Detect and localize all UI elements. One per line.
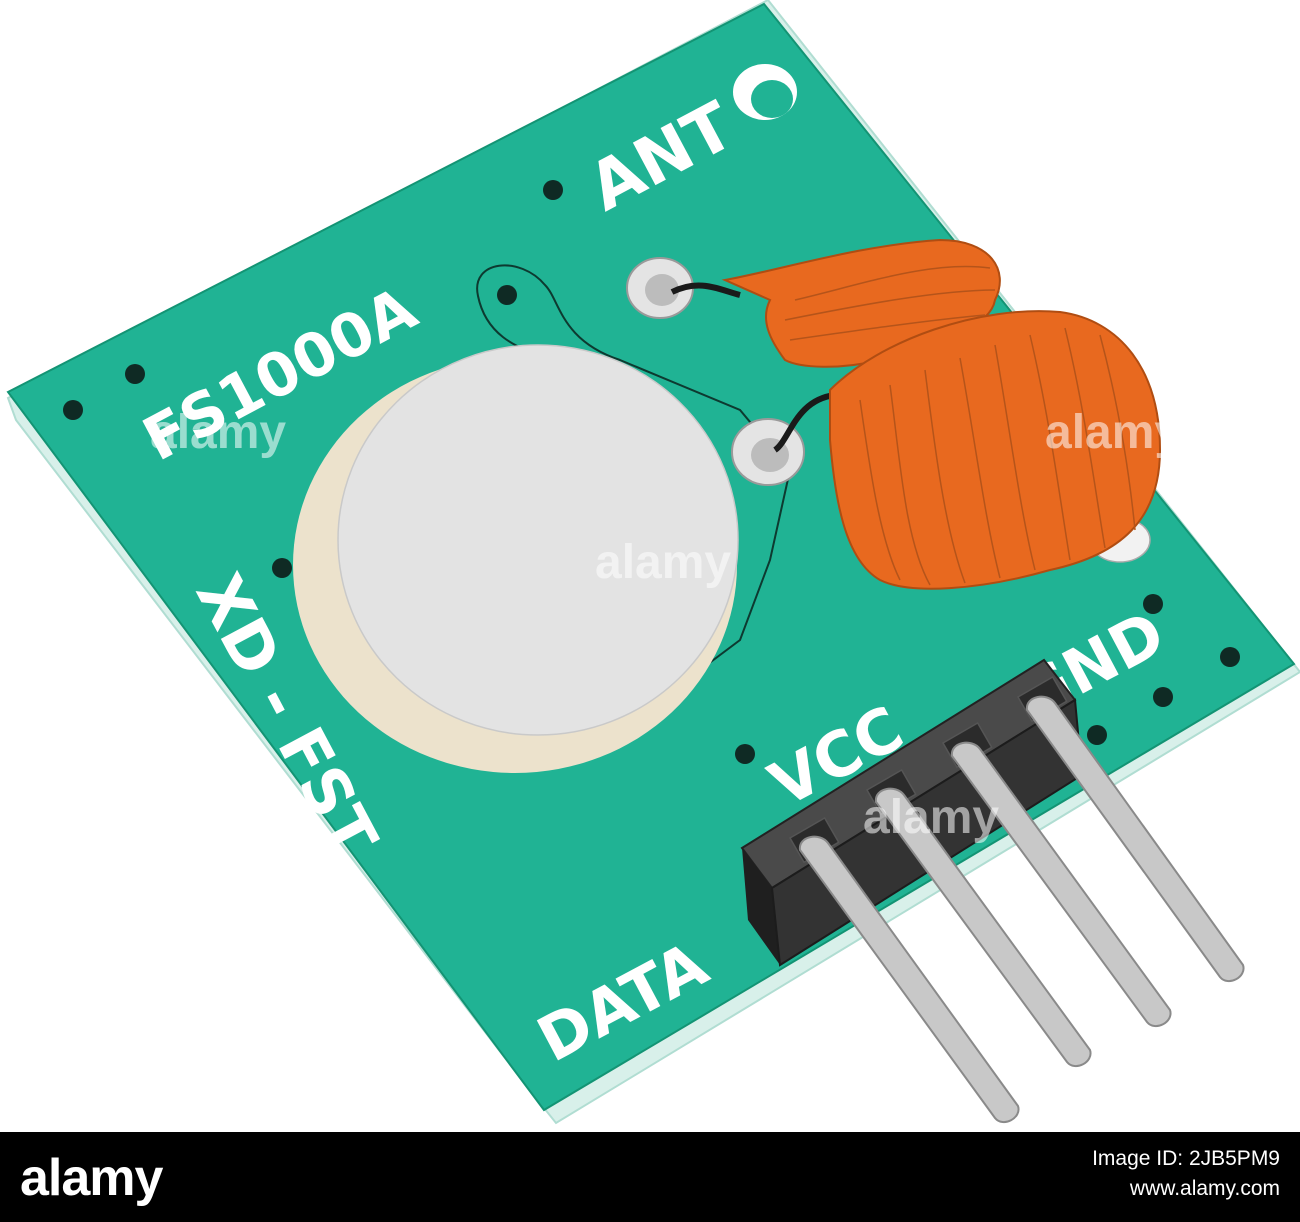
crystal-resonator — [293, 344, 739, 773]
rf-transmitter-module: FS1000A XD - FST ANT DATA VCC GND alamy … — [6, 0, 1300, 1125]
antenna-pad — [733, 64, 797, 120]
via-holes — [63, 180, 1240, 764]
coil-lead-bottom — [773, 392, 836, 453]
svg-text:alamy: alamy — [863, 791, 999, 844]
site-url: www.alamy.com — [1129, 1177, 1280, 1200]
header-pins — [798, 695, 1245, 1124]
stock-footer: alamy Image ID: 2JB5PM9 www.alamy.com — [0, 1132, 1300, 1222]
image-id: Image ID: 2JB5PM9 — [1092, 1147, 1280, 1170]
fs1000a-illustration: FS1000A XD - FST ANT DATA VCC GND alamy … — [6, 0, 1300, 1125]
brand-logo: alamy — [20, 1149, 163, 1207]
watermark-overlay: alamy alamy alamy alamy — [150, 406, 1181, 844]
antenna-coil — [721, 238, 1162, 590]
svg-text:alamy: alamy — [595, 536, 731, 589]
coil-lead-top — [670, 282, 741, 298]
svg-text:alamy: alamy — [1045, 406, 1181, 459]
svg-text:alamy: alamy — [150, 406, 286, 459]
image-info: Image ID: 2JB5PM9 www.alamy.com — [1092, 1144, 1280, 1204]
